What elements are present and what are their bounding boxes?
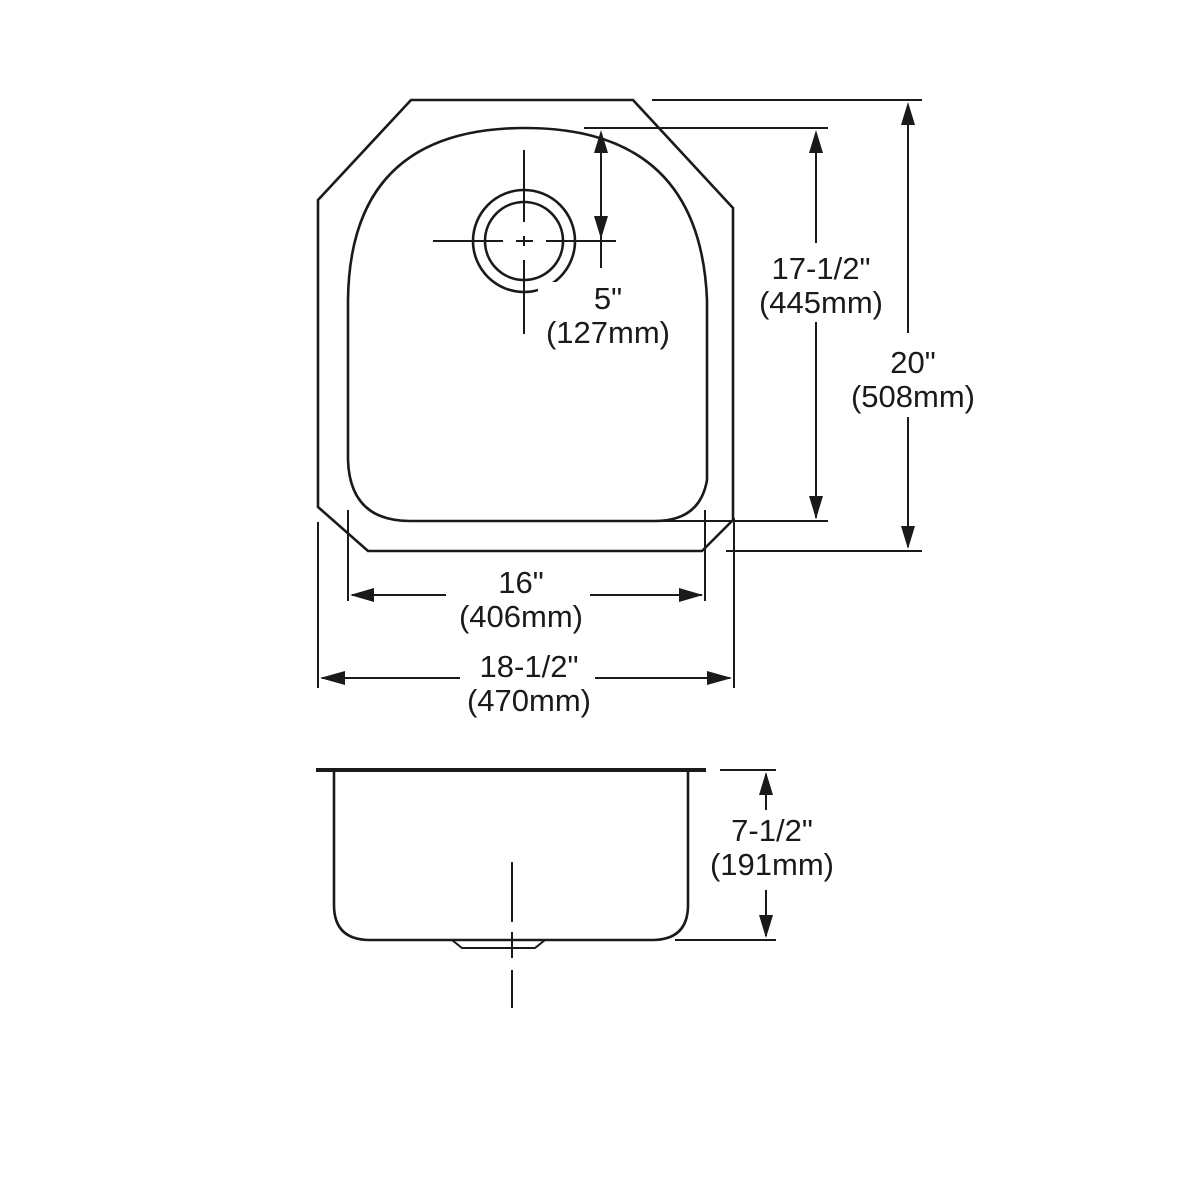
arrow-up-icon [594, 130, 608, 153]
arrow-left-icon [320, 671, 345, 685]
drain-centerline [433, 150, 616, 334]
arrow-down-icon [759, 915, 773, 938]
arrow-left-icon [350, 588, 374, 602]
drain-offset-label: 5" (127mm) [538, 282, 678, 350]
overall-width-label: 18-1/2" (470mm) [454, 650, 604, 718]
arrow-up-icon [809, 130, 823, 153]
arrow-down-icon [901, 526, 915, 549]
overall-length-metric: (508mm) [850, 379, 975, 414]
bowl-depth-imperial: 7-1/2" [731, 813, 813, 848]
bowl-outline [346, 126, 709, 523]
arrow-up-icon [901, 102, 915, 125]
bowl-depth-metric: (191mm) [709, 847, 834, 882]
overall-length-imperial: 20" [890, 345, 936, 380]
drain-offset-imperial: 5" [593, 281, 623, 316]
bowl-length-metric: (445mm) [758, 285, 883, 320]
arrow-right-icon [679, 588, 703, 602]
arrow-down-icon [594, 216, 608, 239]
bowl-length-imperial: 17-1/2" [771, 251, 871, 286]
bowl-length-label: 17-1/2" (445mm) [746, 252, 896, 320]
flange-outline [316, 98, 735, 553]
arrow-right-icon [707, 671, 732, 685]
bowl-width-imperial: 16" [498, 565, 544, 600]
overall-length-label: 20" (508mm) [838, 346, 988, 414]
bowl-depth-label: 7-1/2" (191mm) [697, 814, 847, 882]
drain-offset-metric: (127mm) [545, 315, 670, 350]
overall-width-metric: (470mm) [466, 683, 591, 718]
bowl-width-label: 16" (406mm) [446, 566, 596, 634]
side-centerline [498, 862, 526, 1008]
arrow-down-icon [809, 496, 823, 519]
bowl-width-metric: (406mm) [458, 599, 583, 634]
overall-width-imperial: 18-1/2" [479, 649, 579, 684]
arrow-up-icon [759, 772, 773, 795]
